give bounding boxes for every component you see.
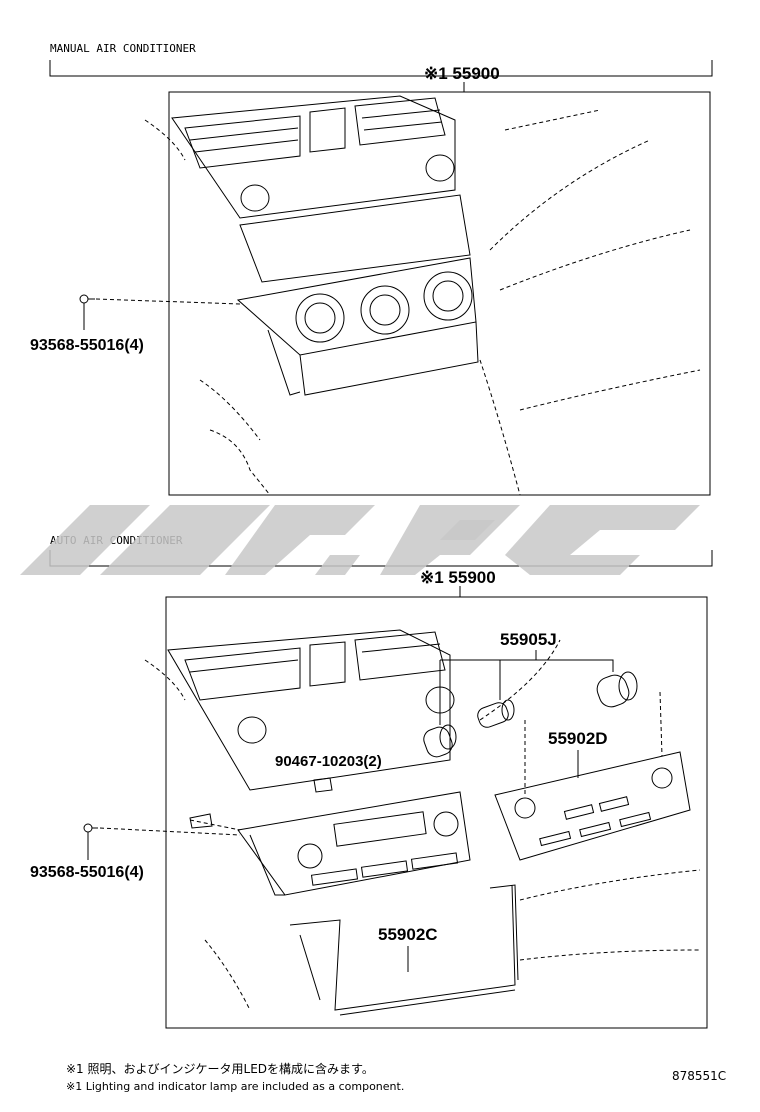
auto-bezel-part-label: 55902C: [378, 925, 438, 944]
auto-screw: [83, 823, 241, 860]
auto-face-panel: [494, 751, 691, 861]
auto-bulb: [313, 777, 333, 793]
manual-diagram-frame: [168, 91, 711, 496]
manual-knob-left: [295, 293, 345, 343]
footnote-english: ※1 Lighting and indicator lamp are inclu…: [66, 1080, 404, 1093]
auto-screw-part-label: 93568-55016(4): [30, 864, 144, 881]
auto-knob-part-label: 55905J: [500, 630, 557, 649]
drawing-number: 878551C: [672, 1069, 726, 1083]
manual-screw-part-label: 93568-55016(4): [30, 337, 144, 354]
auto-section: AUTO AIR CONDITIONER ※1 55900: [30, 534, 713, 1029]
auto-bulb-part-label: 90467-10203(2): [275, 753, 382, 770]
manual-section-title: MANUAL AIR CONDITIONER: [50, 42, 196, 55]
auto-panel-part-label: 55902D: [548, 729, 608, 748]
manual-dashboard-drawing: [144, 95, 701, 496]
auto-knobs: [423, 671, 638, 758]
manual-knob-center: [360, 285, 410, 335]
manual-section-bracket: [49, 60, 713, 77]
auto-main-part-label: ※1 55900: [420, 568, 496, 587]
manual-knob-right: [423, 271, 473, 321]
manual-control-panel: [236, 257, 477, 356]
manual-section: MANUAL AIR CONDITIONER ※1 55900: [30, 42, 713, 496]
auto-diagram-frame: [165, 596, 708, 1029]
auto-control-unit: [237, 791, 471, 896]
watermark-logo: [20, 505, 700, 575]
footnote-japanese: ※1 照明、およびインジケータ用LEDを構成に含みます。: [66, 1061, 374, 1076]
manual-main-part-label: ※1 55900: [424, 64, 500, 83]
manual-screw: [79, 294, 241, 330]
auto-bezel: [289, 884, 516, 1011]
auto-dashboard-drawing: [144, 629, 701, 1016]
